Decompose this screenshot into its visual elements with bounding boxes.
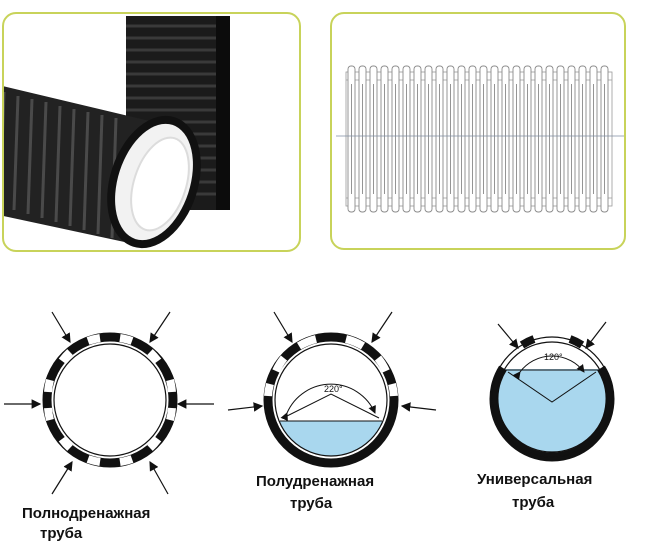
inflow-arrow	[4, 311, 214, 495]
caption-universal-line1: Универсальная	[477, 471, 593, 488]
inflow-arrow	[227, 311, 437, 412]
half-drainage-diagram: 220°	[227, 311, 437, 468]
caption-half-drainage-line2: труба	[290, 495, 333, 512]
caption-full-drainage-line2: труба	[40, 525, 83, 542]
corrugated-pipe-drawing	[336, 65, 624, 213]
caption-full-drainage-line1: Полнодренажная	[22, 505, 151, 522]
universal-diagram: 120°	[489, 321, 615, 462]
pipe-photo-frame	[2, 12, 301, 252]
angled-pipe	[4, 86, 201, 249]
corrugated-pipe-photo	[4, 16, 230, 249]
pipe-drawing-frame	[330, 12, 626, 250]
angle-label-120: 120°	[544, 352, 563, 362]
full-drainage-diagram	[4, 311, 214, 495]
caption-universal-line2: труба	[512, 494, 555, 511]
caption-half-drainage-line1: Полудренажная	[256, 473, 375, 490]
angle-label-220: 220°	[324, 384, 343, 394]
inflow-arrow	[497, 321, 607, 349]
